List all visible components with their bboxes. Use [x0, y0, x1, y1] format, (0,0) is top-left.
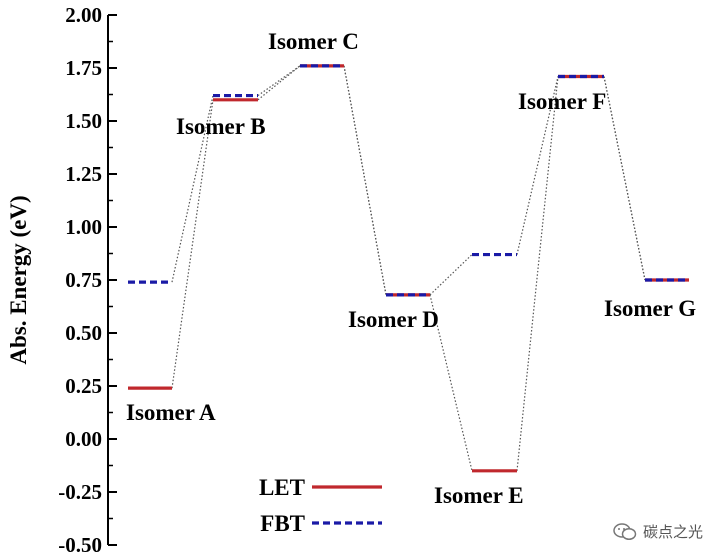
y-tick-label: 1.75: [65, 56, 102, 80]
isomer-label: Isomer C: [268, 29, 359, 54]
wechat-icon: [613, 522, 637, 540]
isomer-label: Isomer D: [348, 307, 439, 332]
connector-line: [516, 76, 559, 471]
watermark-text: 碳点之光: [642, 523, 703, 541]
y-tick-label: 1.25: [65, 162, 102, 186]
y-tick-label: 0.25: [65, 374, 102, 398]
connector-line: [171, 95, 214, 283]
y-tick-label: 1.00: [65, 215, 102, 239]
connector-line: [603, 76, 646, 281]
connector-line: [429, 294, 473, 471]
connector-line: [429, 254, 473, 296]
isomer-label: Isomer F: [518, 89, 606, 114]
connector-line: [171, 99, 214, 389]
connector-line: [516, 76, 559, 255]
isomer-label: Isomer B: [176, 114, 266, 139]
legend-label: LET: [259, 475, 305, 500]
y-tick-label: -0.50: [58, 533, 102, 554]
isomer-label: Isomer G: [604, 296, 696, 321]
legend-label: FBT: [260, 511, 305, 536]
y-tick-label: 0.00: [65, 427, 102, 451]
y-tick-label: 2.00: [65, 3, 102, 27]
connector-line: [257, 65, 301, 97]
y-tick-label: 1.50: [65, 109, 102, 133]
y-tick-label: 0.50: [65, 321, 102, 345]
y-axis-title: Abs. Energy (eV): [6, 195, 31, 364]
y-tick-label: -0.25: [58, 480, 102, 504]
y-tick-label: 0.75: [65, 268, 102, 292]
watermark: 碳点之光: [613, 521, 703, 542]
connector-line: [343, 65, 387, 295]
isomer-label: Isomer A: [126, 400, 216, 425]
isomer-label: Isomer E: [434, 483, 524, 508]
